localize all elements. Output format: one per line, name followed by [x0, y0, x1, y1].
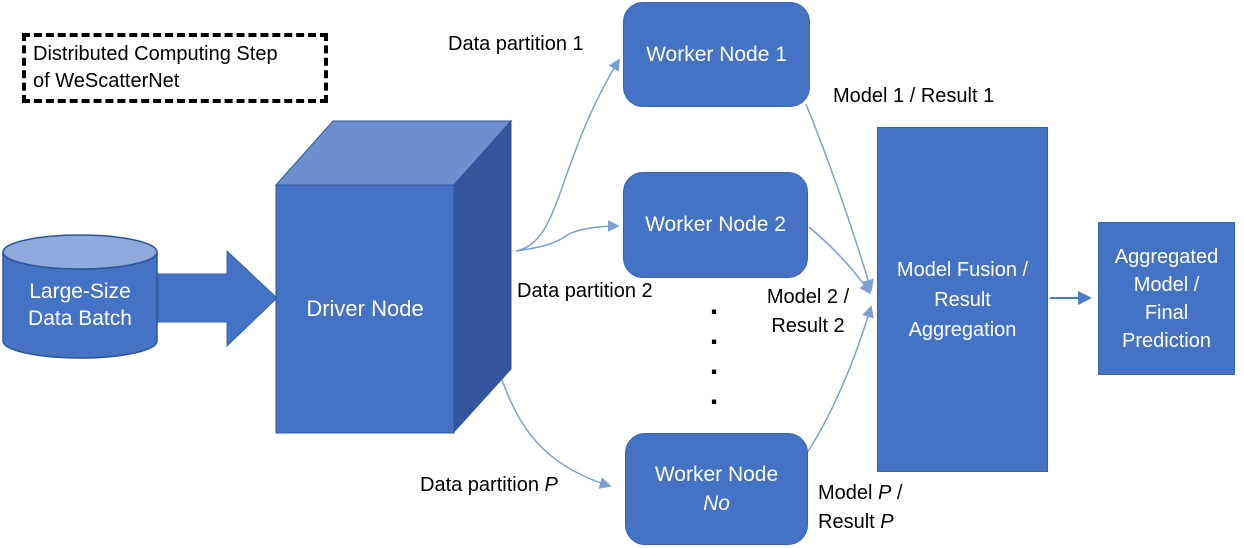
- model-fusion-box: Model Fusion / Result Aggregation: [877, 127, 1048, 472]
- driver-to-worker2-connector: [515, 220, 620, 252]
- model-P-result-P-line2: Result P: [818, 511, 894, 533]
- model-1-result-1-label: Model 1 / Result 1: [833, 85, 995, 107]
- data-partition-P-label: Data partition P: [420, 474, 558, 496]
- workers-ellipsis: . . . .: [706, 288, 722, 416]
- ellipsis-dot: .: [709, 348, 719, 381]
- data-partition-1-label: Data partition 1: [448, 33, 584, 55]
- driver-node-front-face: [275, 184, 455, 434]
- data-partition-2-label: Data partition 2: [517, 280, 653, 302]
- worker-node-2: Worker Node 2: [623, 172, 808, 278]
- model-fusion-line2: Result: [934, 288, 991, 311]
- aggregated-model-line4: Prediction: [1122, 329, 1211, 352]
- worker-node-No-label-line2: No: [703, 492, 730, 515]
- worker-node-2-label: Worker Node 2: [645, 213, 786, 236]
- ellipsis-dot: .: [709, 288, 719, 321]
- aggregated-model-line1: Aggregated: [1114, 245, 1219, 268]
- model-2-result-2-line1: Model 2 /: [766, 286, 850, 308]
- driver-to-worker1-connector: [515, 58, 620, 252]
- worker-node-1-label: Worker Node 1: [646, 42, 787, 66]
- worker-node-No-label-line1: Worker Node: [654, 463, 779, 486]
- ellipsis-dot: .: [709, 378, 719, 411]
- model-2-result-2-line2: Result 2: [771, 315, 845, 337]
- model-P-result-P-label: Model P / Result P: [818, 479, 903, 537]
- diagram-title-line2: of WeScatterNet: [33, 70, 180, 92]
- worker-node-1: Worker Node 1: [623, 2, 810, 107]
- model-P-result-P-line1: Model P /: [818, 482, 903, 504]
- model-fusion-line1: Model Fusion /: [896, 258, 1029, 281]
- data-batch-cylinder-top: [2, 234, 158, 270]
- aggregated-model-line2: Model /: [1133, 273, 1200, 296]
- worker1-to-fusion-connector: [805, 103, 874, 292]
- diagram-title-line1: Distributed Computing Step: [33, 43, 278, 65]
- model-fusion-line3: Aggregation: [908, 318, 1017, 341]
- worker2-to-fusion-connector: [808, 226, 872, 295]
- model-2-result-2-label: Model 2 / Result 2: [756, 283, 860, 341]
- diagram-title-box: Distributed Computing Step of WeScatterN…: [22, 33, 328, 103]
- ellipsis-dot: .: [709, 318, 719, 351]
- aggregated-model-box: Aggregated Model / Final Prediction: [1098, 222, 1235, 375]
- worker-node-No: Worker Node No: [625, 433, 808, 545]
- batch-to-driver-arrow: [157, 249, 278, 348]
- aggregated-model-line3: Final: [1144, 301, 1189, 324]
